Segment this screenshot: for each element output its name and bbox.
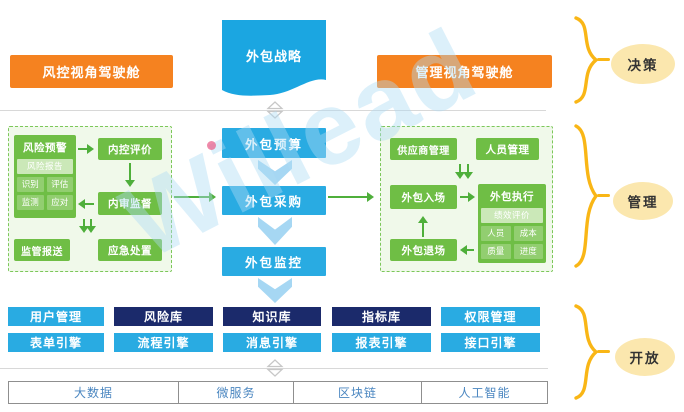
personnel-mgmt-box: 人员管理: [476, 138, 539, 160]
divider-bottom: [0, 368, 548, 369]
report-engine-box: 报表引擎: [332, 333, 431, 352]
internal-control-eval-box: 内控评价: [98, 138, 162, 160]
emergency-response-box: 应急处置: [98, 239, 162, 261]
blockchain-cell: 区块链: [294, 382, 422, 403]
message-engine-box: 消息引擎: [223, 333, 321, 352]
risk-tag-monitor: 监测: [17, 195, 44, 210]
execution-tags: 人员 成本 质量 进度: [481, 226, 543, 259]
risk-tag-assess: 评估: [46, 177, 73, 192]
arrow-entry-to-execution: [460, 192, 475, 202]
brace-connector: [597, 194, 610, 197]
arrow-down-left: [79, 219, 89, 233]
decision-brace: [574, 16, 599, 104]
chevron-down-icon: [258, 278, 292, 303]
management-layer-label: 管理: [613, 182, 673, 220]
outsourcing-execution-block: 外包执行 绩效评价 人员 成本 质量 进度: [478, 184, 546, 263]
exec-tag-progress: 进度: [513, 244, 543, 259]
exec-tag-personnel: 人员: [481, 226, 511, 241]
ai-cell: 人工智能: [458, 386, 511, 400]
outsourcing-strategy-flag: 外包战略: [222, 20, 326, 98]
regulatory-report-box: 监管报送: [14, 239, 70, 261]
process-engine-box: 流程引擎: [114, 333, 213, 352]
outsourcing-exit-box: 外包退场: [390, 239, 457, 261]
management-view-cockpit-banner: 管理视角驾驶舱: [377, 55, 552, 88]
arrow-procurement-to-entry: [328, 192, 374, 202]
arrow-execution-to-exit: [460, 245, 474, 255]
risk-library-box: 风险库: [114, 307, 213, 326]
arrow-eval-to-audit: [125, 163, 135, 187]
brace-connector: [597, 350, 610, 353]
exec-tag-cost: 成本: [513, 226, 543, 241]
internal-audit-box: 内审监督: [98, 192, 162, 215]
user-mgmt-box: 用户管理: [8, 307, 104, 326]
open-brace: [574, 304, 599, 400]
tech-foundation-bar: 大数据 微服务 区块链 人工智能: [8, 381, 548, 404]
arrow-exit-to-entry: [418, 216, 428, 237]
risk-tag-respond: 应对: [46, 195, 73, 210]
outsourcing-budget-box: 外包预算: [222, 128, 326, 158]
risk-tags: 识别 评估 监测 应对: [17, 177, 73, 210]
flow-diamond-icon: [266, 101, 284, 119]
form-engine-box: 表单引擎: [8, 333, 104, 352]
outsourcing-entry-box: 外包入场: [390, 185, 457, 209]
divider-top: [0, 110, 546, 111]
flow-diamond-icon: [266, 359, 284, 377]
watermark-dot: [207, 141, 216, 150]
indicator-library-box: 指标库: [332, 307, 431, 326]
arrow-warning-to-eval: [78, 144, 94, 154]
arrow-down-right: [463, 164, 473, 179]
interface-engine-box: 接口引擎: [441, 333, 540, 352]
arrow-down-left: [455, 164, 465, 179]
performance-eval-chip: 绩效评价: [481, 208, 543, 223]
risk-report-chip: 风险报告: [17, 159, 73, 174]
chevron-down-icon: [258, 217, 292, 245]
outsourcing-procurement-box: 外包采购: [222, 186, 326, 215]
outsourcing-monitoring-box: 外包监控: [222, 247, 326, 276]
exec-tag-quality: 质量: [481, 244, 511, 259]
management-brace: [574, 124, 599, 268]
microservice-cell: 微服务: [179, 382, 294, 403]
flag-shape: [222, 20, 326, 96]
decision-layer-label: 决策: [611, 44, 675, 84]
arrow-audit-to-warning: [78, 199, 94, 209]
risk-warning-block: 风险预警 风险报告 识别 评估 监测 应对: [14, 135, 76, 218]
permission-mgmt-box: 权限管理: [441, 307, 540, 326]
arrow-risk-to-procurement: [174, 192, 216, 202]
knowledge-library-box: 知识库: [223, 307, 321, 326]
risk-warning-title: 风险预警: [23, 142, 67, 154]
arrow-down-right: [86, 219, 96, 233]
flag-label: 外包战略: [245, 49, 302, 64]
management-panel: 供应商管理 人员管理 外包入场 外包执行 绩效评价 人员 成本 质量 进度 外包…: [380, 126, 553, 272]
risk-view-cockpit-banner: 风控视角驾驶舱: [10, 55, 173, 88]
execution-title: 外包执行: [490, 191, 534, 203]
brace-connector: [597, 58, 610, 61]
big-data-cell: 大数据: [9, 382, 179, 403]
open-layer-label: 开放: [615, 338, 675, 376]
supplier-mgmt-box: 供应商管理: [390, 138, 457, 160]
risk-tag-identify: 识别: [17, 177, 44, 192]
risk-control-panel: 风险预警 风险报告 识别 评估 监测 应对 内控评价 内审监督 监管报送 应急处…: [8, 126, 172, 272]
chevron-down-icon: [258, 160, 292, 185]
